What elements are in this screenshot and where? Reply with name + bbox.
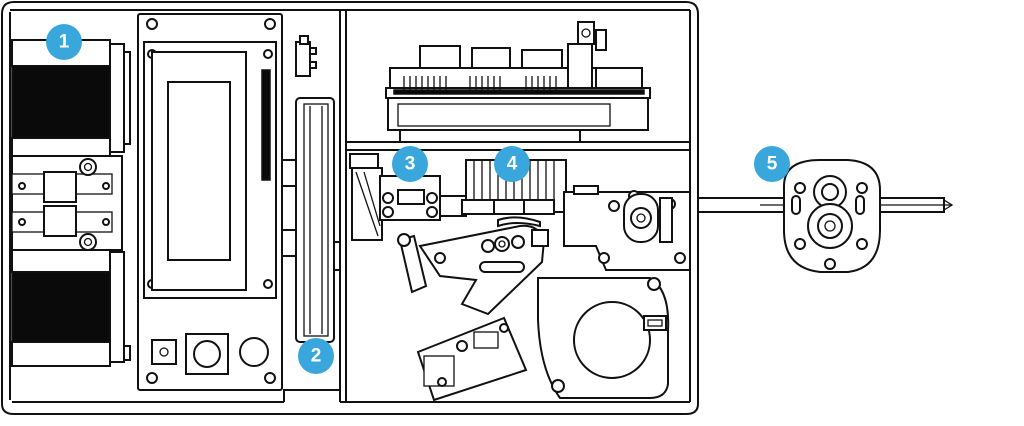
callout-5-label: 5: [767, 154, 778, 175]
callout-3: 3: [392, 146, 428, 182]
enclosure-outline: [1, 1, 699, 415]
callout-4-badge: [494, 146, 530, 182]
blower-fan: [537, 277, 670, 399]
connector-block: [349, 153, 379, 169]
callout-4: 4: [494, 146, 530, 182]
pin-header: [261, 69, 271, 181]
buzzer: [239, 337, 269, 367]
callout-5: 5: [754, 146, 790, 182]
lcd-controller-board: [137, 13, 283, 391]
filament-guide: [697, 159, 954, 273]
callout-1: 1: [46, 24, 82, 60]
encoder-knob: [193, 340, 221, 368]
callout-2: 2: [298, 338, 334, 374]
lcd-screen: [167, 81, 231, 261]
stepper-motor-bottom: [11, 249, 131, 367]
callout-1-badge: [46, 24, 82, 60]
reset-button: [151, 339, 177, 365]
callout-4-label: 4: [507, 154, 518, 175]
carriage-bracket: [563, 185, 691, 271]
callout-1-label: 1: [59, 32, 70, 53]
mainboard-stack: [385, 21, 651, 143]
extruder-assembly: [349, 153, 567, 316]
callout-3-label: 3: [405, 154, 416, 175]
belt-drive-rail: [281, 35, 341, 343]
callout-2-badge: [298, 338, 334, 374]
callout-5-badge: [754, 146, 790, 182]
callout-3-badge: [392, 146, 428, 182]
sensor-pcb: [416, 316, 528, 402]
filament-drive-gears: [11, 155, 123, 251]
callout-2-label: 2: [311, 346, 322, 367]
